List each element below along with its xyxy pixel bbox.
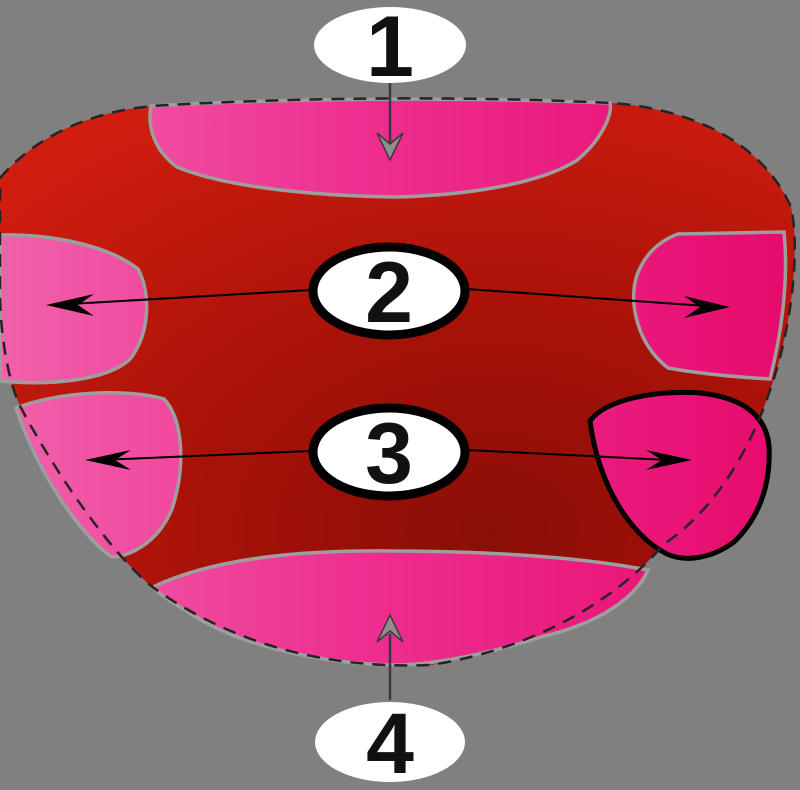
zone-lower-right: [587, 390, 772, 561]
label-2-text: 2: [365, 245, 413, 341]
arrow-3-left-icon: [85, 450, 131, 470]
label-2-ellipse: [308, 242, 470, 340]
arrow-2-left-shaft: [69, 289, 312, 305]
label-4-text: 4: [366, 696, 414, 790]
tongue-outline: [0, 97, 797, 667]
arrow-3-right-icon: [646, 450, 692, 470]
arrow-2-right-shaft: [466, 288, 707, 307]
arrow-2-left-icon: [46, 294, 94, 316]
label-1-ellipse: [314, 7, 466, 83]
zone-lower-left: [13, 391, 183, 559]
arrow-4-up-icon: [376, 613, 404, 643]
arrow-1-down-icon: [376, 132, 404, 162]
label-3-text: 3: [365, 406, 413, 502]
label-4-ellipse: [315, 702, 465, 782]
label-1-text: 1: [366, 0, 414, 95]
label-3-ellipse: [308, 403, 470, 501]
tongue-shape: [0, 98, 795, 666]
arrow-3-left-shaft: [99, 450, 312, 461]
arrow-3-right-shaft: [466, 449, 669, 461]
zone-bottom: [150, 549, 651, 667]
arrow-2-right-icon: [684, 296, 730, 318]
